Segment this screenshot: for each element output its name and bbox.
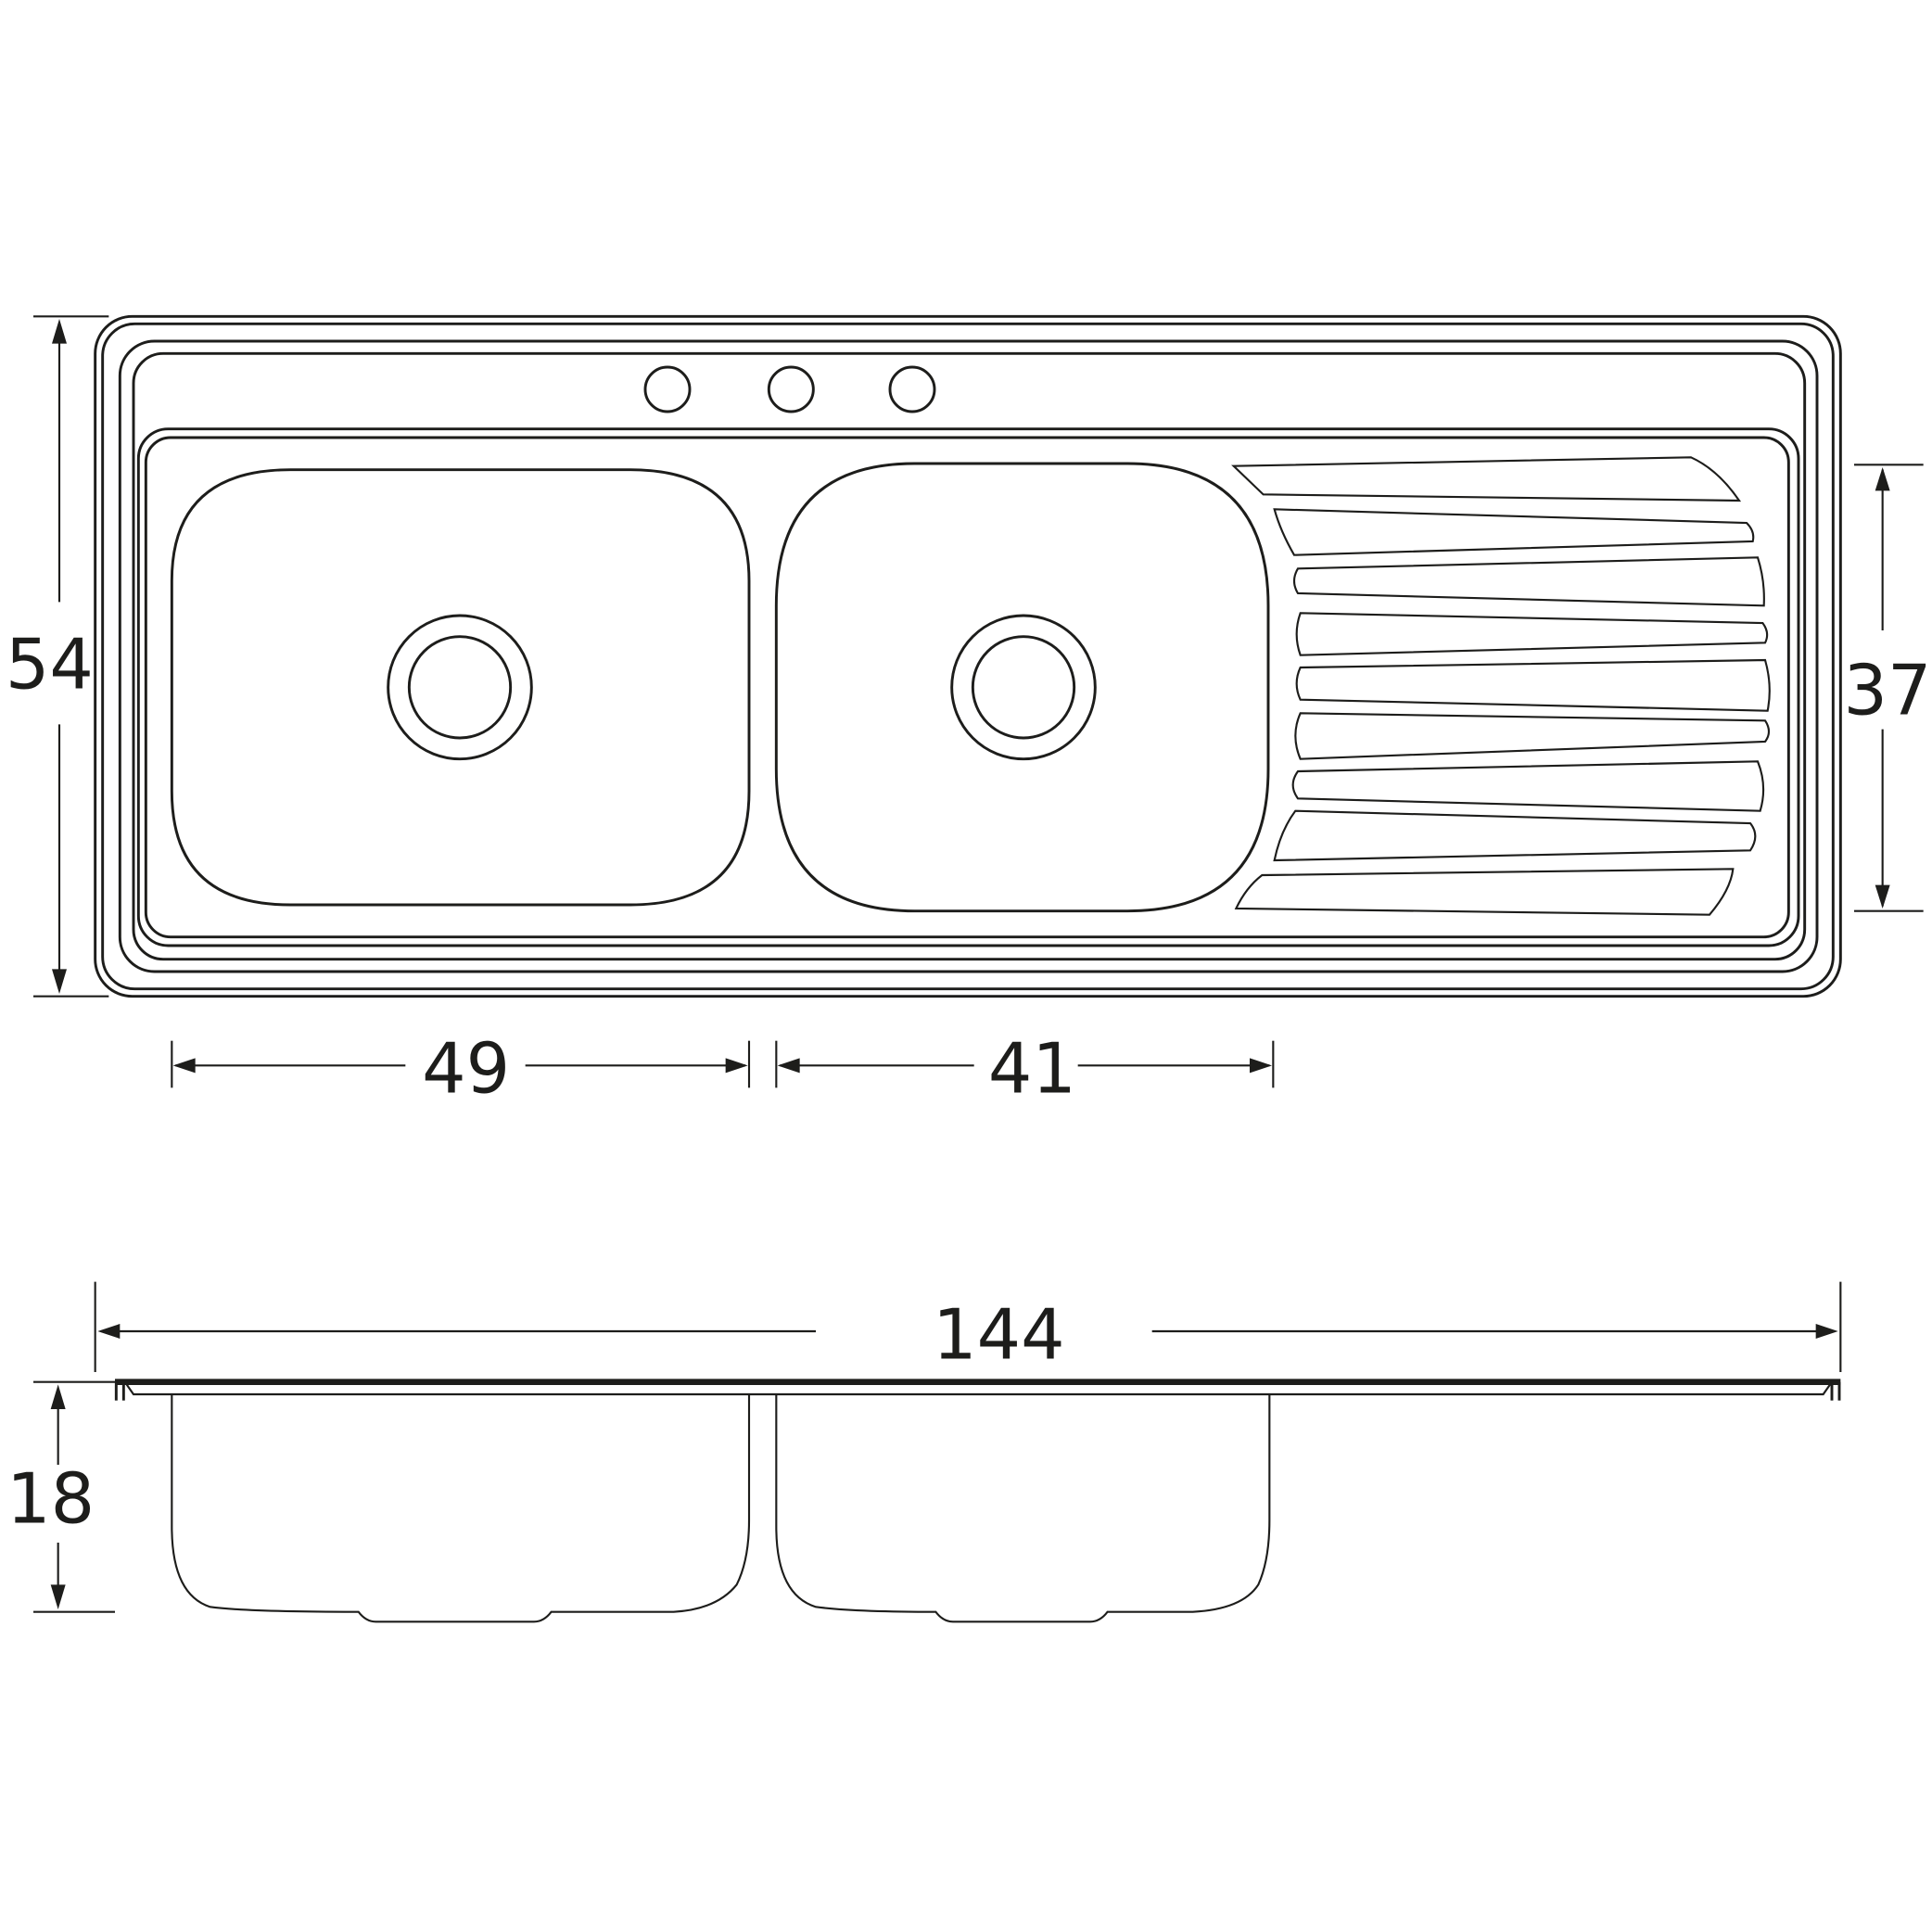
dimension-label-drainboard-depth: 37 [1844, 651, 1932, 731]
right-bowl [774, 462, 1270, 913]
dimension-drainboard-depth [1854, 464, 1924, 912]
drainboard-rib [1291, 760, 1765, 812]
drainboard-rib [1294, 712, 1771, 760]
deck-outline [118, 339, 1819, 973]
section-view: 144 18 [6, 1281, 1842, 1623]
dimension-right-bowl-width [775, 1040, 1275, 1088]
faucet-hole-icon [888, 365, 936, 413]
dimension-overall-width [94, 1281, 1842, 1372]
dimension-label-bowl-height: 18 [6, 1459, 95, 1540]
drainboard-rib [1234, 868, 1735, 916]
left-bowl [170, 468, 751, 907]
faucet-hole-icon [767, 365, 815, 413]
dimension-bowl-height [33, 1380, 115, 1613]
dimension-label-left-bowl-width: 49 [422, 1029, 510, 1110]
outer-rim [94, 314, 1842, 998]
dimension-left-bowl-width [171, 1040, 751, 1088]
drainboard-rib [1273, 809, 1757, 862]
outer-rim-inner-line [101, 322, 1835, 991]
deck-underside [123, 1381, 1833, 1396]
left-bowl-profile [171, 1394, 751, 1623]
drainboard-rib [1273, 508, 1755, 556]
left-drain-icon [407, 635, 513, 740]
dimension-label-overall-depth: 54 [6, 625, 94, 705]
dimension-label-overall-width: 144 [933, 1294, 1065, 1375]
right-bowl-profile [775, 1394, 1271, 1623]
basin-recess-inner [144, 436, 1790, 939]
dimension-label-right-bowl-width: 41 [988, 1029, 1076, 1110]
drainboard-ribs [1231, 456, 1771, 916]
right-drain-icon [971, 635, 1076, 740]
drainboard-rib [1295, 612, 1769, 656]
left-drain-ring-icon [387, 614, 533, 761]
plan-view: 54 37 49 41 [6, 314, 1932, 1110]
drainboard-rib [1292, 556, 1765, 607]
right-drain-ring-icon [950, 614, 1097, 761]
drainboard-rib [1295, 658, 1771, 712]
deck-outline-inner [132, 351, 1807, 961]
basin-recess-outline [136, 427, 1800, 947]
drainboard-rib [1231, 456, 1742, 502]
dimension-overall-depth [33, 315, 109, 998]
faucet-hole-icon [643, 365, 692, 413]
